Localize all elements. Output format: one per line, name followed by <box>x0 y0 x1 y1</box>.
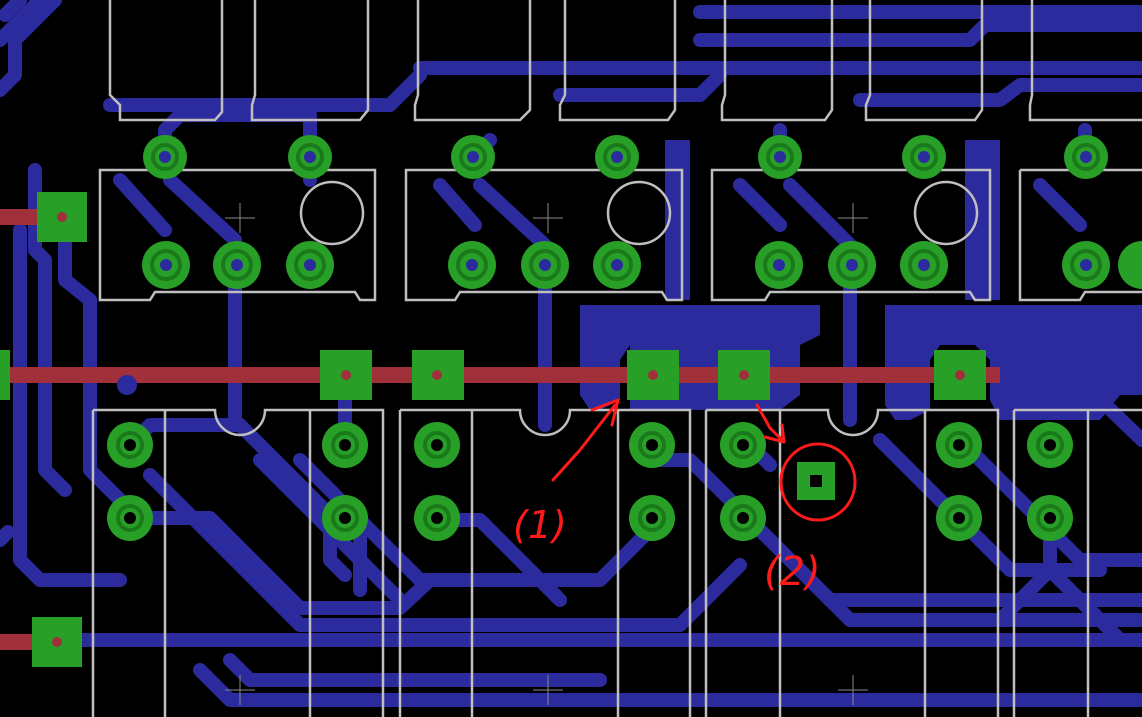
grid-markers <box>225 203 868 705</box>
pads-layer <box>0 135 1142 667</box>
annotations-layer <box>551 398 857 522</box>
arrow-1-line <box>551 403 617 482</box>
via-dot <box>52 212 965 647</box>
annotation-label-2: (2) <box>764 549 821 595</box>
pad-rings <box>116 143 1102 532</box>
highlight-circle <box>779 442 857 522</box>
drill-holes <box>159 151 1092 271</box>
arrow-1-head <box>590 398 620 427</box>
annotation-label-1: (1) <box>513 503 567 547</box>
arrow-2-head <box>763 423 786 444</box>
silkscreen-layer <box>91 0 1142 717</box>
arrow-2-line <box>755 403 784 442</box>
